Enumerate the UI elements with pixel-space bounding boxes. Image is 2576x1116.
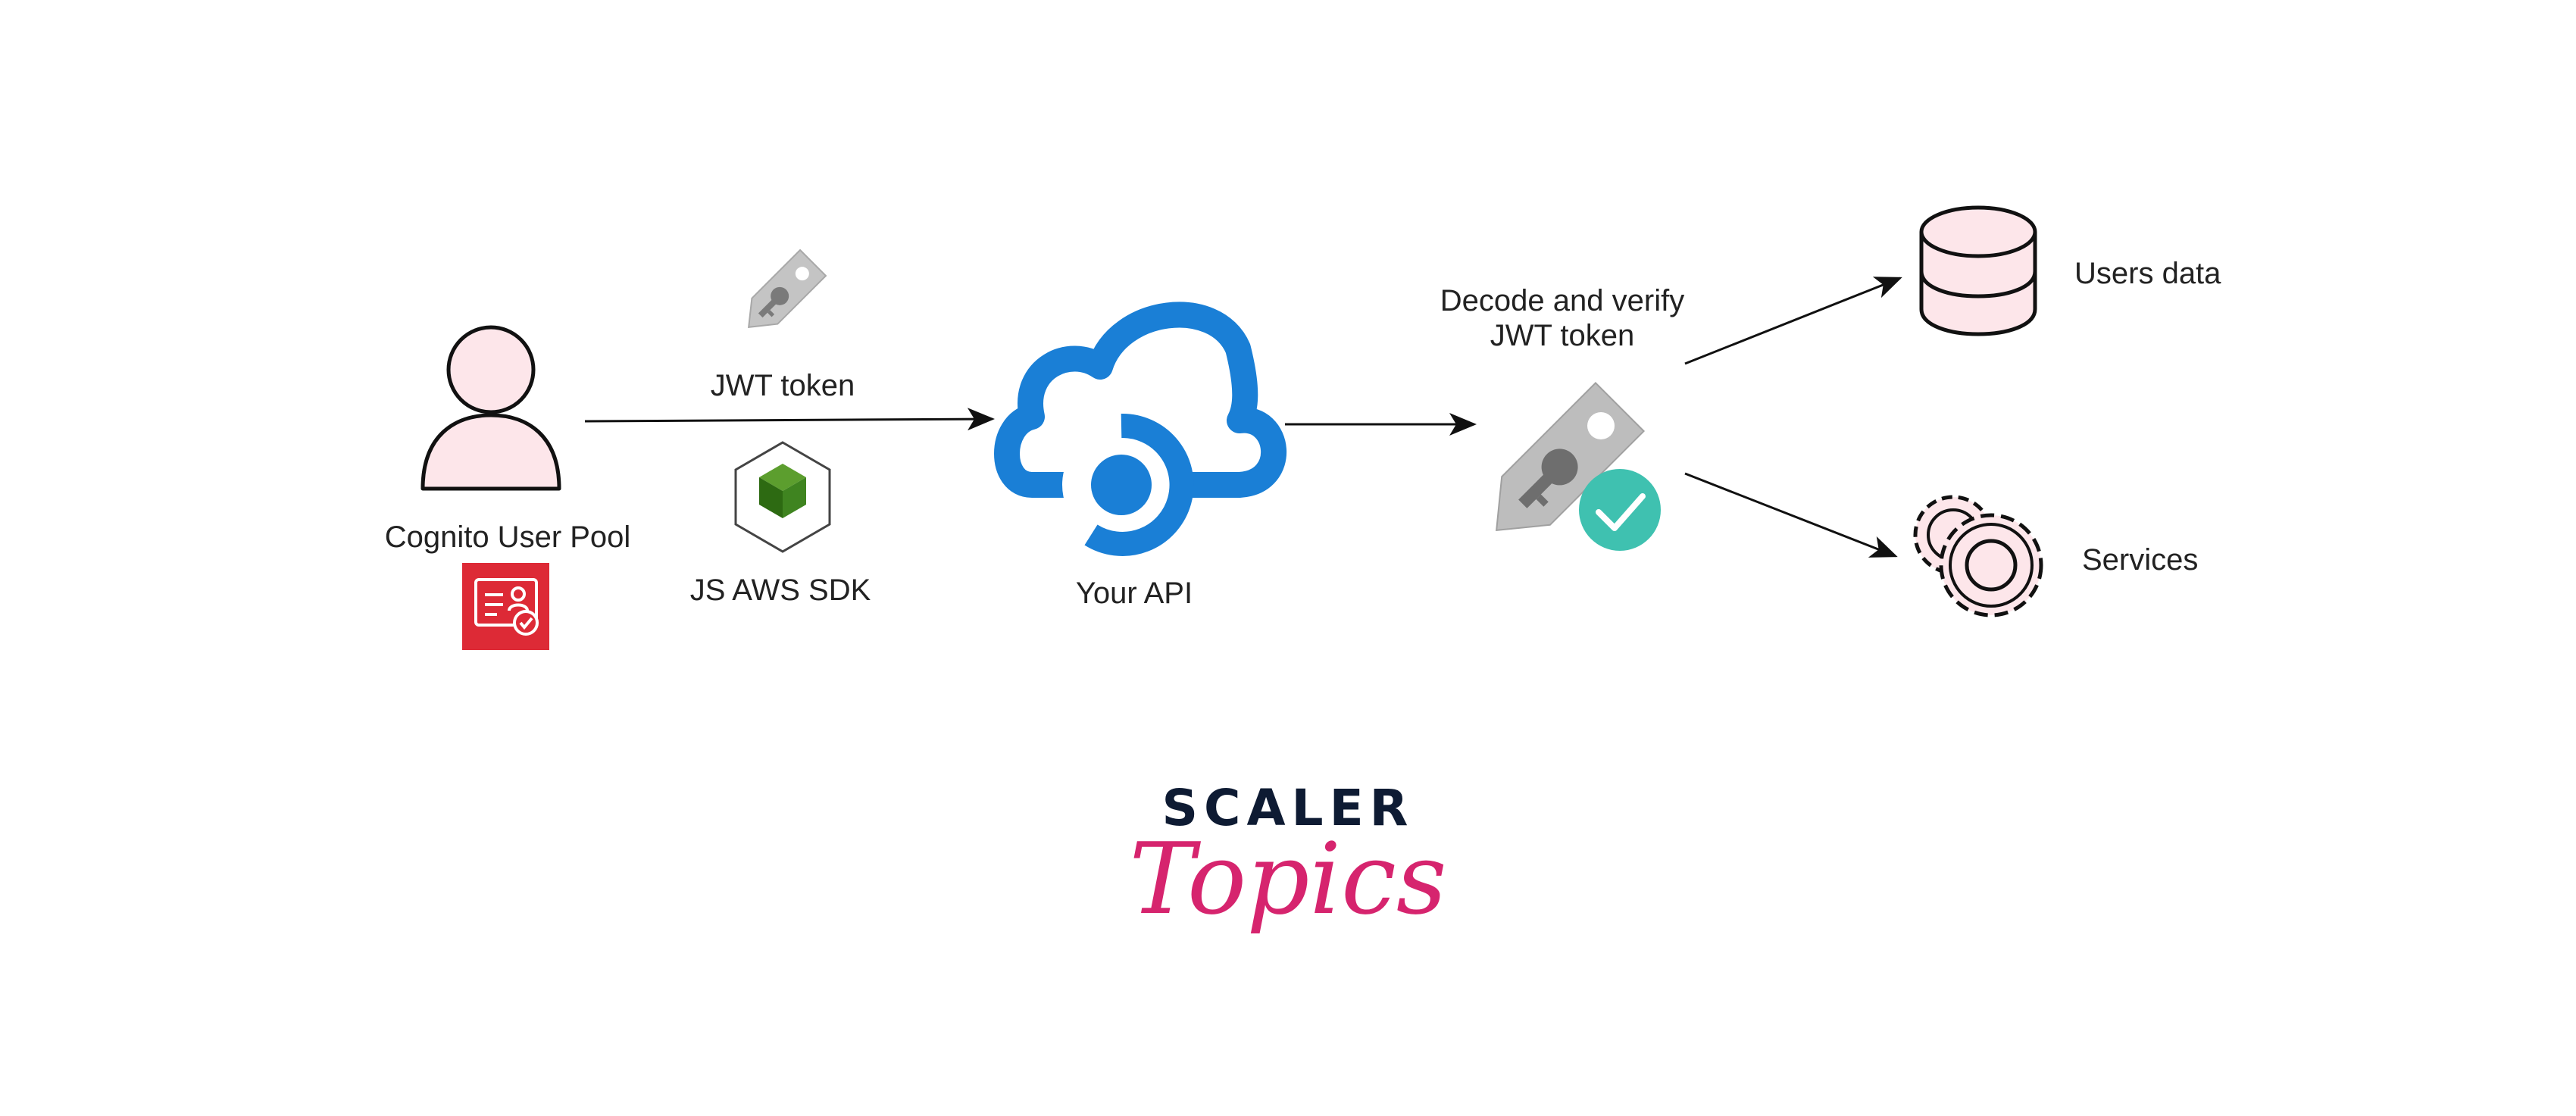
brand-logo-bottom: Topics bbox=[1129, 821, 1447, 936]
verify-tag-icon bbox=[1496, 381, 1646, 531]
arrow-cognito-to-api bbox=[584, 408, 995, 431]
api-label: Your API bbox=[1075, 577, 1193, 610]
arrow-verify-to-users-data bbox=[1684, 277, 1902, 365]
check-icon bbox=[1579, 469, 1661, 551]
users-data-label: Users data bbox=[2074, 257, 2221, 290]
gears-icon bbox=[1913, 495, 2043, 617]
jwt-tag-icon bbox=[748, 249, 827, 328]
brand-logo-top: SCALER bbox=[1161, 779, 1415, 837]
decode-label-line1: Decode and verify bbox=[1440, 284, 1685, 317]
arrow-verify-to-services bbox=[1684, 472, 1898, 558]
sdk-label: JS AWS SDK bbox=[689, 574, 871, 607]
sdk-cube-icon bbox=[734, 441, 831, 553]
cognito-icon bbox=[462, 563, 549, 650]
cognito-label: Cognito User Pool bbox=[384, 520, 631, 554]
decode-label-line2: JWT token bbox=[1490, 319, 1635, 352]
services-label: Services bbox=[2082, 543, 2199, 577]
cloud-api-icon bbox=[994, 302, 1287, 556]
jwt-token-label: JWT token bbox=[710, 369, 855, 402]
database-icon bbox=[1919, 205, 2037, 336]
user-icon bbox=[420, 325, 561, 491]
